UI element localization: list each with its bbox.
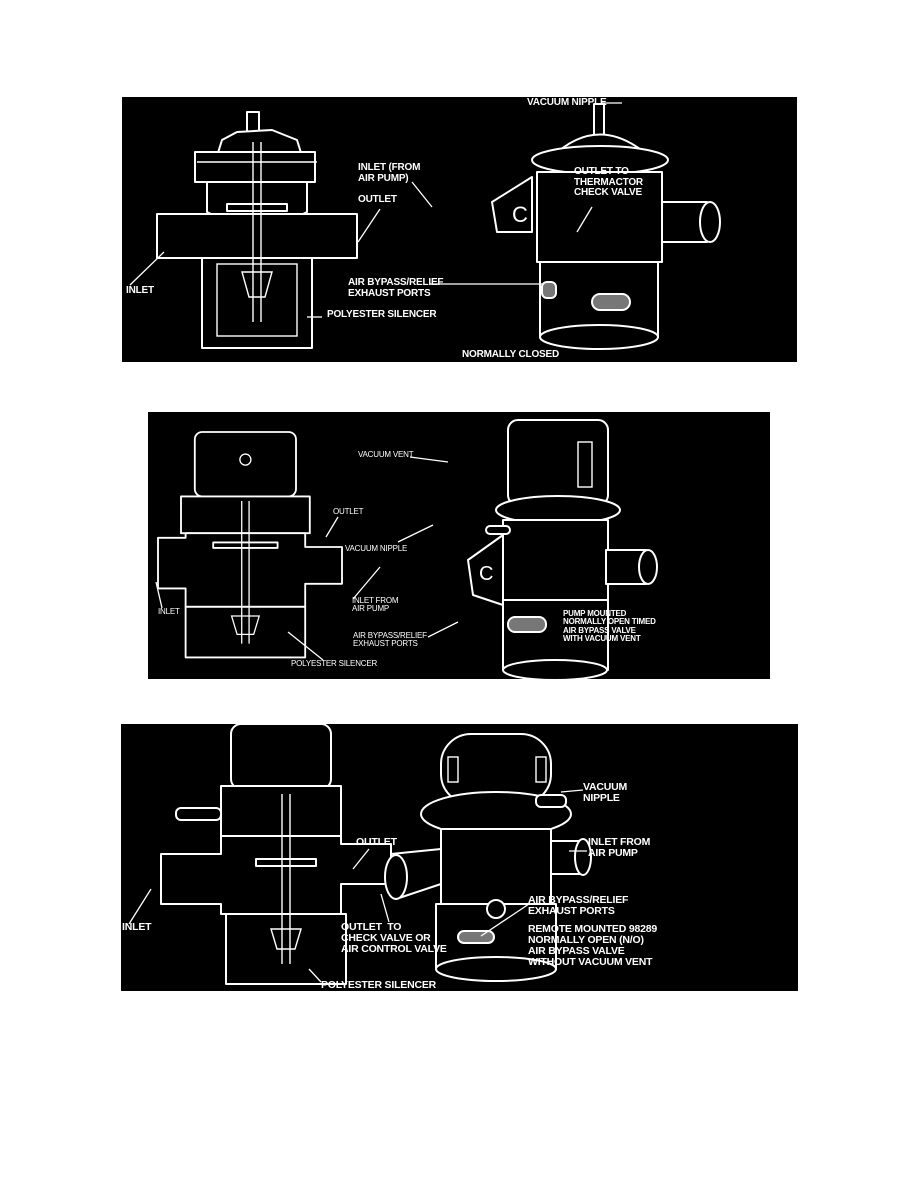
- label-polyester-silencer: POLYESTER SILENCER: [321, 979, 437, 991]
- label-inlet-from-air-pump: INLET (FROM AIR PUMP): [358, 162, 421, 184]
- bracket-c-mark: C: [512, 202, 528, 227]
- valve-illustration: [128, 724, 592, 985]
- label-inlet-from-air-pump: INLET FROM AIR PUMP: [352, 596, 399, 614]
- cross-section-drawing: [160, 724, 392, 985]
- label-vacuum-nipple: VACUUM NIPPLE: [345, 544, 408, 553]
- label-vacuum-vent: VACUUM VENT: [358, 450, 414, 459]
- label-outlet: OUTLET: [333, 507, 364, 516]
- caption-remote-mounted: REMOTE MOUNTED 98289 NORMALLY OPEN (N/O)…: [528, 923, 658, 969]
- figure-normally-closed-valve: C VACUUM NIPPLE INLET (FROM AIR PUMP) OU…: [122, 97, 797, 362]
- figure-pump-mounted-valve: C VACUUM VENT OUTLET VACUUM NIPPLE INLET…: [148, 410, 770, 679]
- valve-illustration: C: [155, 419, 658, 679]
- label-inlet: INLET: [122, 921, 152, 933]
- exterior-valve-drawing: C: [491, 103, 721, 350]
- label-outlet-to-check-valve: OUTLET TO CHECK VALVE OR AIR CONTROL VAL…: [341, 921, 447, 956]
- leader-lines: [155, 456, 459, 661]
- label-inlet: INLET: [126, 285, 154, 296]
- label-vacuum-nipple: VACUUM NIPPLE: [583, 781, 628, 805]
- leader-lines: [129, 102, 622, 318]
- label-outlet: OUTLET: [356, 836, 397, 848]
- label-outlet-to-thermactor: OUTLET TO THERMACTOR CHECK VALVE: [574, 166, 643, 198]
- label-vacuum-nipple: VACUUM NIPPLE: [527, 97, 607, 108]
- label-inlet: INLET: [158, 607, 180, 616]
- exterior-valve-drawing: C: [467, 419, 658, 679]
- figure-remote-mounted-valve: VACUUM NIPPLE OUTLET INLET FROM AIR PUMP…: [121, 724, 798, 991]
- valve-illustration: C: [129, 102, 721, 350]
- label-inlet-from-air-pump: INLET FROM AIR PUMP: [588, 836, 651, 860]
- label-outlet: OUTLET: [358, 194, 397, 205]
- label-polyester-silencer: POLYESTER SILENCER: [327, 309, 437, 320]
- cross-section-drawing: [156, 111, 358, 349]
- caption-pump-mounted: PUMP MOUNTED NORMALLY OPEN TIMED AIR BYP…: [563, 609, 656, 644]
- label-air-bypass: AIR BYPASS/RELIEF EXHAUST PORTS: [348, 277, 444, 299]
- label-air-bypass: AIR BYPASS/RELIEF EXHAUST PORTS: [353, 631, 427, 649]
- exterior-valve-drawing: [384, 733, 592, 982]
- label-air-bypass: AIR BYPASS/RELIEF EXHAUST PORTS: [528, 894, 629, 918]
- leader-lines: [128, 789, 587, 983]
- caption-normally-closed: NORMALLY CLOSED: [462, 349, 560, 360]
- label-polyester-silencer: POLYESTER SILENCER: [291, 659, 378, 668]
- bracket-c-mark: C: [479, 563, 493, 585]
- cross-section-drawing: [157, 431, 343, 659]
